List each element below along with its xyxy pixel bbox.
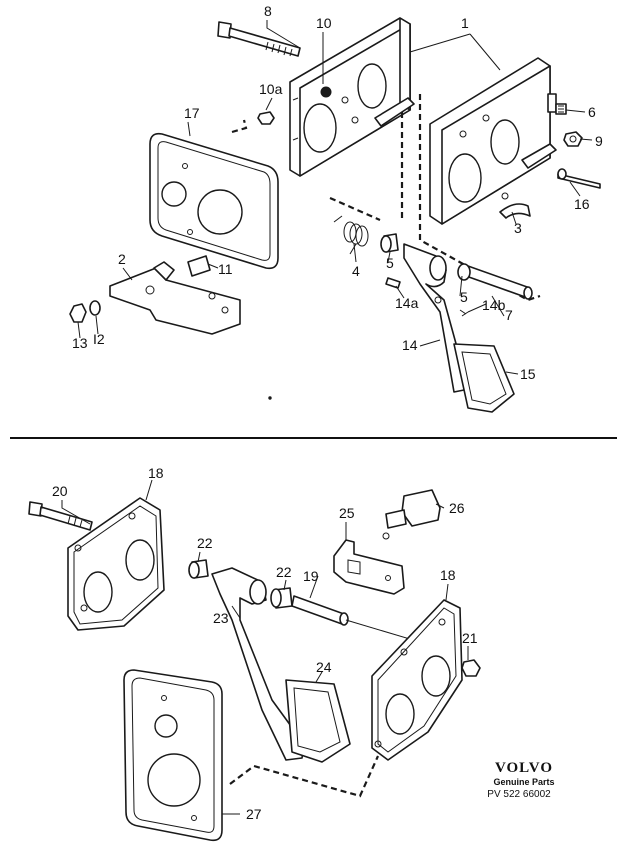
callout-22-right: 22 [276, 564, 292, 580]
bracket-18-right [371, 599, 463, 761]
callout-1: 1 [461, 15, 469, 31]
stray-dot [268, 396, 272, 400]
callouts-bottom: 20 18 22 25 26 18 22 19 23 21 24 27 [52, 465, 478, 822]
callout-27: 27 [246, 806, 262, 822]
pedal-pad-15 [453, 343, 515, 413]
callout-14b: 14b [482, 297, 506, 313]
top-assembly: 8 10 1 10a 17 6 9 16 3 4 5 5 14a 14b 7 1… [69, 3, 603, 413]
bracket-left [289, 17, 415, 177]
nut-9 [563, 131, 583, 147]
callout-10: 10 [316, 15, 332, 31]
callout-10a: 10a [259, 81, 283, 97]
washer-12 [89, 300, 101, 316]
screw-6 [555, 103, 567, 115]
bracket-right [429, 57, 557, 225]
callout-25: 25 [339, 505, 355, 521]
callout-5-lower: 5 [460, 289, 468, 305]
callout-19: 19 [303, 568, 319, 584]
reference-number: PV 522 66002 [487, 789, 551, 800]
clip-3 [499, 203, 531, 219]
bushing-5-upper [380, 233, 399, 253]
plate-27 [123, 669, 223, 842]
bolt-20 [28, 501, 93, 531]
dash-line-bottom [229, 755, 380, 798]
callout-20: 20 [52, 483, 68, 499]
callout-11: 11 [218, 261, 233, 277]
callout-6: 6 [588, 104, 596, 120]
switch-11 [187, 255, 211, 277]
callout-17: 17 [184, 105, 200, 121]
callout-9: 9 [595, 133, 603, 149]
bracket-2 [109, 261, 241, 335]
leader-lines-bottom [61, 479, 469, 815]
spring-4 [333, 215, 369, 255]
callout-24: 24 [316, 659, 332, 675]
pedal-23 [211, 567, 305, 761]
callout-22-left: 22 [197, 535, 213, 551]
shaft-7 [457, 263, 533, 300]
plate-17 [149, 132, 279, 270]
callout-26: 26 [449, 500, 465, 516]
brand-tagline: Genuine Parts [493, 777, 555, 787]
bolt-8 [217, 21, 301, 57]
pedal-14 [403, 243, 467, 393]
bracket-18-left [67, 497, 165, 631]
callout-3: 3 [514, 220, 522, 236]
volvo-logo: VOLVO [494, 760, 554, 776]
callout-14: 14 [402, 337, 418, 353]
bottom-assembly: 20 18 22 25 26 18 22 19 23 21 24 27 [28, 465, 481, 842]
callout-2: 2 [118, 251, 126, 267]
callout-23: 23 [213, 610, 229, 626]
callout-8: 8 [264, 3, 272, 19]
leader-lines-top [77, 20, 593, 375]
callout-5-upper: 5 [386, 255, 394, 271]
callout-21: 21 [462, 630, 478, 646]
callout-15: 15 [520, 366, 536, 382]
callout-16: 16 [574, 196, 590, 212]
pin-16 [557, 168, 601, 189]
callout-14a: 14a [395, 295, 419, 311]
switch-26 [382, 489, 441, 540]
nut-13 [69, 303, 87, 323]
bushing-22-left [188, 559, 209, 579]
callout-12: I2 [93, 331, 105, 347]
pin-14a [385, 277, 401, 289]
callout-7: 7 [505, 307, 513, 323]
callouts-top: 8 10 1 10a 17 6 9 16 3 4 5 5 14a 14b 7 1… [72, 3, 603, 382]
nut-21 [461, 659, 481, 677]
dash-line-3 [418, 94, 541, 302]
pedal-pad-24 [285, 679, 351, 763]
brand-block: VOLVO Genuine Parts PV 522 66002 [484, 760, 564, 802]
callout-18-right: 18 [440, 567, 456, 583]
nut-10a [257, 111, 275, 125]
callout-18-left: 18 [148, 465, 164, 481]
bushing-22-right [270, 587, 293, 609]
bracket-25 [333, 539, 405, 595]
dash-line-4 [231, 119, 248, 134]
dash-line-2 [329, 196, 381, 222]
callout-4: 4 [352, 263, 360, 279]
callout-13: 13 [72, 335, 88, 351]
clip-14b [459, 309, 469, 317]
